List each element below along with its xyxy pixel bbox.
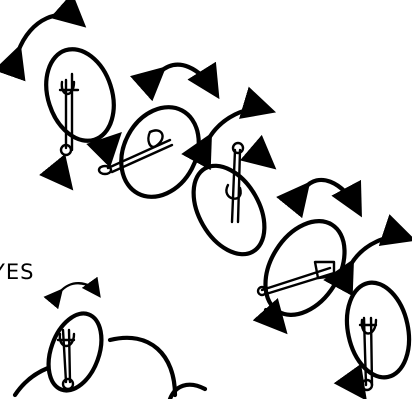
- utensil-icon: [99, 130, 172, 174]
- utensil-icon: [360, 318, 376, 390]
- utensil-group: [58, 74, 376, 390]
- curved-double-arrow-icon: [350, 236, 408, 266]
- ellipse-2: [106, 94, 214, 211]
- pointer-arrow-icon: [352, 380, 362, 394]
- curved-double-arrow-icon: [160, 65, 215, 92]
- ellipse-3: [179, 153, 279, 266]
- large-arc: [110, 338, 175, 395]
- lower-left-arc: [15, 368, 48, 395]
- ellipse-5: [339, 277, 412, 383]
- curved-double-arrow-icon: [305, 180, 358, 210]
- ellipse-group: [15, 40, 412, 399]
- ellipse-6: [39, 306, 111, 398]
- curved-double-arrow-icon: [60, 283, 98, 294]
- curved-double-arrow-icon: [18, 15, 80, 52]
- utensil-icon: [60, 74, 78, 155]
- ellipse-1: [35, 40, 125, 149]
- pointer-arrow-icon: [55, 168, 68, 184]
- pointer-arrow-icon: [256, 152, 270, 164]
- yes-label: YES: [0, 260, 34, 284]
- pointer-arrow-icon: [104, 138, 116, 150]
- utensil-icon: [226, 143, 243, 222]
- arrow-group: [18, 15, 408, 294]
- utensil-icon: [58, 330, 74, 389]
- curved-double-arrow-icon: [208, 109, 268, 140]
